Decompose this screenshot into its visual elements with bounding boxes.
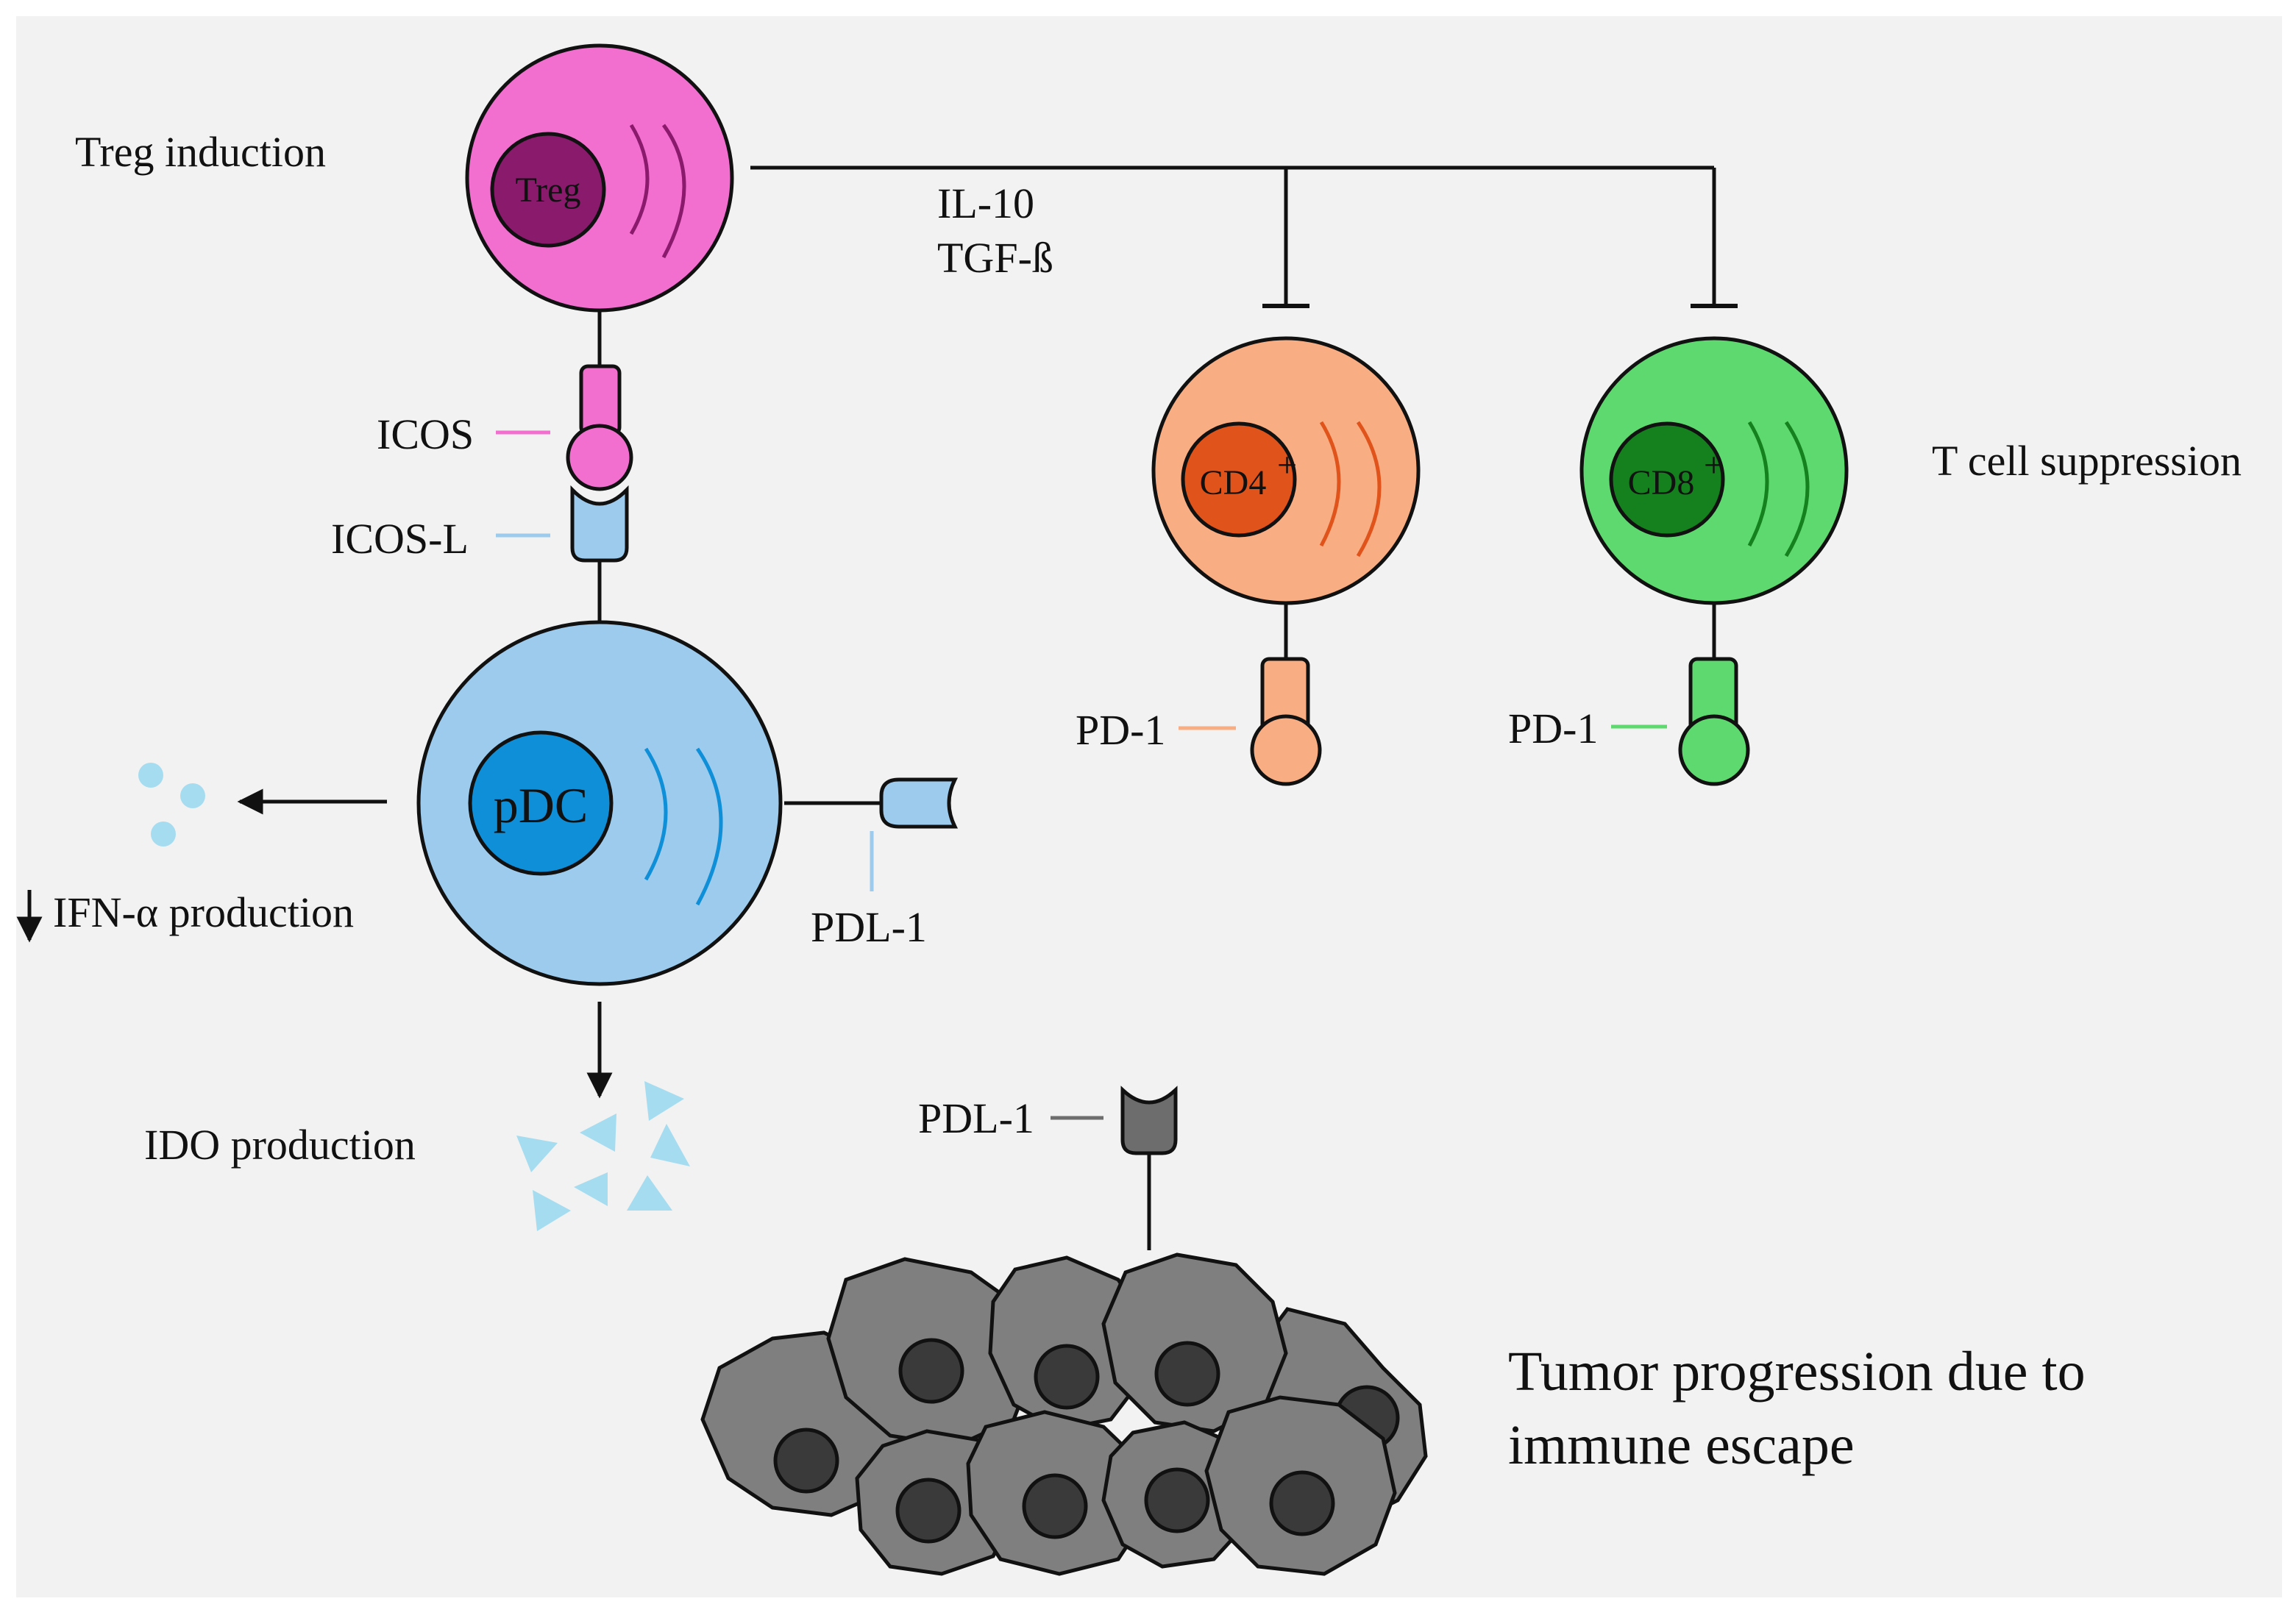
ido-particles [516,1081,690,1231]
icos-l-label: ICOS-L [331,515,469,563]
cd4-pd1-label: PD-1 [1076,706,1165,754]
tgf-beta-label: TGF-ß [937,234,1053,282]
pdc-pdl1-label: PDL-1 [811,903,927,951]
cd8-superscript: + [1704,446,1724,485]
cd4-pd1-receptor [1179,657,1322,786]
cd8-nucleus [1609,421,1725,538]
icos-label: ICOS [377,410,474,458]
diagram-labels: Treg induction IL-10 TGF-ß ICOS ICOS-L P… [53,128,2242,1476]
cd8-pd1-label: PD-1 [1508,705,1598,752]
ifn-alpha-label: IFN-α production [53,888,354,936]
cd4-nucleus [1181,421,1297,538]
treg-nucleus [490,132,606,248]
tumor-cell-cluster [700,1252,1428,1576]
tumor-progression-label-line1: Tumor progression due to [1508,1341,2086,1403]
cd8-cell: CD8 + [1579,336,1849,605]
icos-receptor [496,364,633,491]
treg-label: Treg [516,171,581,210]
cd4-cell: CD4 + [1151,336,1421,605]
pdc-nucleus [468,730,614,876]
connector-lines [597,165,1716,1250]
tumor-pdl1-ligand [1051,1086,1178,1155]
pdc-cell: pDC [416,620,783,986]
cd4-label: CD4 [1200,463,1267,502]
cd8-pd1-receptor [1611,657,1750,786]
t-cell-suppression-label: T cell suppression [1932,437,2242,485]
tumor-pdl1-label: PDL-1 [918,1094,1034,1142]
tumor-cell [988,1255,1150,1432]
tumor-cell [1204,1395,1397,1576]
pdc-pdl1-ligand [870,777,959,891]
treg-induction-label: Treg induction [75,128,326,176]
tumor-progression-label-line2: immune escape [1508,1414,1855,1476]
treg-cell: Treg [465,43,734,313]
cd8-label: CD8 [1628,463,1695,502]
ifn-particles [138,763,205,847]
tumor-cell [966,1410,1150,1576]
pdc-label: pDC [494,777,588,833]
cd4-superscript: + [1277,446,1297,485]
ido-label: IDO production [144,1121,416,1169]
il10-label: IL-10 [937,179,1034,227]
icos-l-ligand [496,485,629,563]
